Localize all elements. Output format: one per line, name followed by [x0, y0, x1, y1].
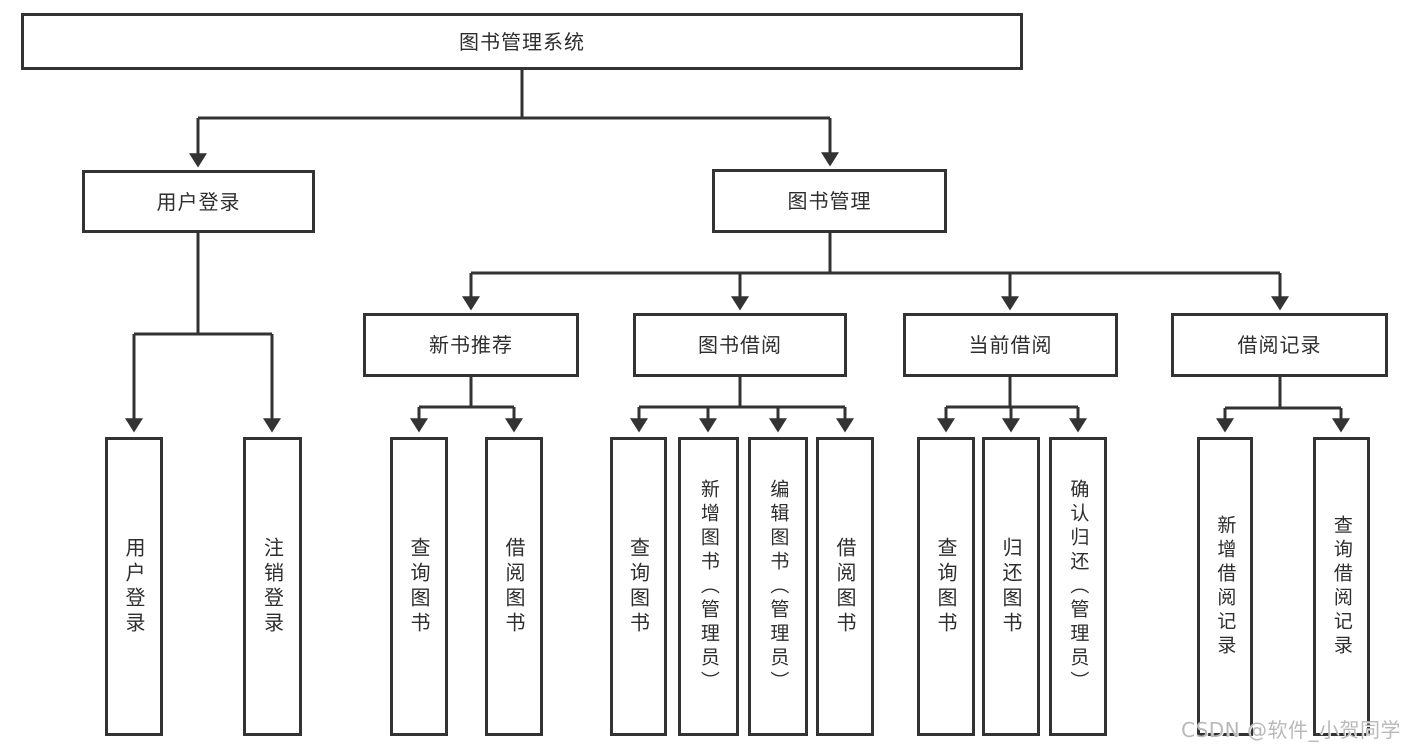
- leaf-label: 新增图书（管理员）: [697, 478, 720, 695]
- node-new-book-recommendation: 新书推荐: [363, 313, 579, 377]
- node-label: 图书借阅: [698, 333, 782, 357]
- node-book-borrowing: 图书借阅: [633, 313, 847, 377]
- node-label: 图书管理系统: [459, 29, 585, 54]
- leaf-label: 查询借阅记录: [1330, 514, 1353, 659]
- leaf-confirm-return-admin: 确认归还（管理员）: [1049, 437, 1107, 736]
- leaf-add-borrow-record: 新增借阅记录: [1197, 437, 1253, 736]
- leaf-query-books-borrowing: 查询图书: [610, 437, 667, 736]
- leaf-label: 归还图书: [999, 536, 1023, 637]
- leaf-user-login: 用户登录: [105, 437, 163, 736]
- leaf-add-books-admin: 新增图书（管理员）: [678, 437, 739, 736]
- leaf-return-books: 归还图书: [982, 437, 1040, 736]
- leaf-label: 注销登录: [260, 536, 285, 637]
- node-label: 用户登录: [156, 189, 241, 214]
- leaf-label: 确认归还（管理员）: [1067, 478, 1090, 695]
- leaf-borrow-books: 借阅图书: [816, 437, 874, 736]
- node-label: 借阅记录: [1237, 333, 1322, 357]
- node-current-borrowing: 当前借阅: [903, 313, 1118, 377]
- node-label: 新书推荐: [429, 333, 513, 357]
- leaf-label: 查询图书: [626, 536, 651, 637]
- node-book-management: 图书管理: [712, 169, 947, 233]
- leaf-label: 用户登录: [122, 536, 146, 637]
- csdn-watermark: CSDN @软件_小贺同学: [1181, 718, 1401, 742]
- node-library-management-system: 图书管理系统: [21, 13, 1023, 70]
- leaf-label: 查询图书: [407, 536, 431, 637]
- leaf-label: 编辑图书（管理员）: [767, 478, 790, 695]
- node-user-login: 用户登录: [82, 170, 315, 233]
- leaf-query-books-recommend: 查询图书: [390, 437, 448, 736]
- leaf-borrow-books-recommend: 借阅图书: [485, 437, 543, 736]
- leaf-label: 借阅图书: [833, 536, 857, 637]
- leaf-label: 借阅图书: [502, 536, 526, 637]
- node-label: 图书管理: [787, 189, 872, 213]
- leaf-query-books-current: 查询图书: [917, 437, 975, 736]
- leaf-query-borrow-record: 查询借阅记录: [1313, 437, 1370, 736]
- leaf-edit-books-admin: 编辑图书（管理员）: [748, 437, 808, 736]
- node-borrowing-records: 借阅记录: [1171, 313, 1388, 377]
- leaf-logout: 注销登录: [243, 437, 302, 736]
- leaf-label: 查询图书: [934, 536, 958, 637]
- leaf-label: 新增借阅记录: [1214, 514, 1237, 659]
- node-label: 当前借阅: [968, 333, 1053, 357]
